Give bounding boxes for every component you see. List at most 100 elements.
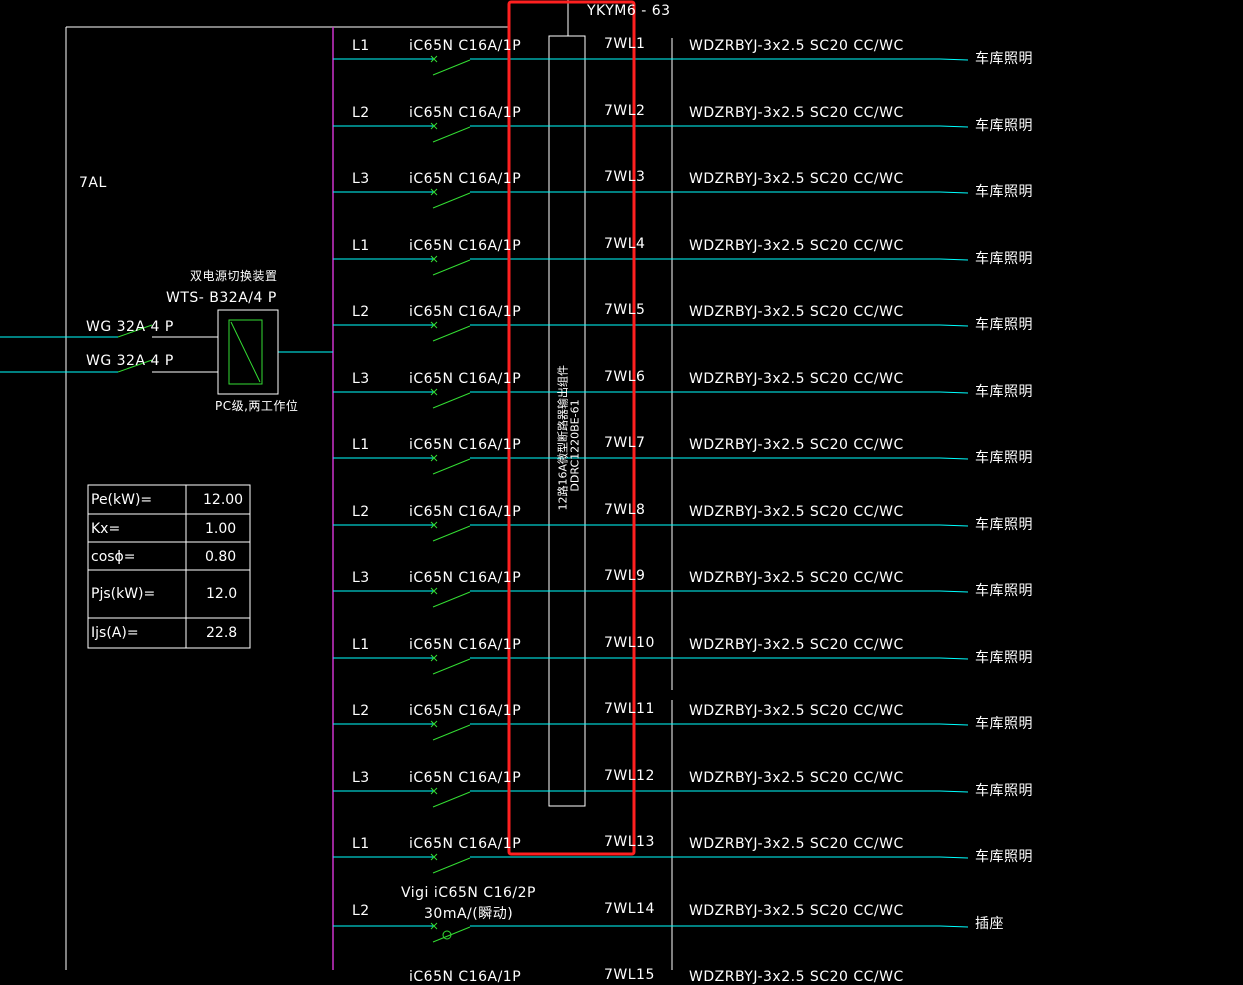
breaker-x-mark (430, 853, 438, 861)
feeder-line (939, 590, 969, 593)
output-module-label-2: DDRC1220BE-61 (568, 399, 582, 492)
circuit-load: 车库照明 (975, 650, 1033, 666)
circuit-id: 7WL9 (604, 568, 646, 584)
ats-title: 双电源切换装置 (190, 269, 278, 283)
breaker-switch (432, 724, 471, 741)
feeder-line (939, 925, 969, 928)
circuit-phase: L1 (352, 637, 370, 653)
circuit-id: 7WL5 (604, 302, 646, 318)
breaker-switch (432, 259, 471, 276)
circuit-breaker: iC65N C16A/1P (409, 703, 522, 719)
circuit-cable: WDZRBYJ-3x2.5 SC20 CC/WC (689, 238, 904, 254)
breaker-x-mark (430, 454, 438, 462)
circuit-cable: WDZRBYJ-3x2.5 SC20 CC/WC (689, 570, 904, 586)
incoming-feeders (0, 336, 333, 373)
circuit-load: 车库照明 (975, 317, 1033, 333)
circuit-breaker: iC65N C16A/1P (409, 371, 522, 387)
circuit-phase: L1 (352, 437, 370, 453)
feeder-line (939, 657, 969, 660)
load-table-value-pjs: 12.0 (206, 586, 238, 602)
circuit-breaker: iC65N C16A/1P (409, 38, 522, 54)
breaker-x-mark (430, 720, 438, 728)
breaker-x-mark (430, 255, 438, 263)
incoming-switch-label-2: WG 32A 4 P (86, 353, 174, 369)
output-module-label-1: 12路16A微型断路器输出组件 (556, 364, 570, 511)
load-table-label-pjs: Pjs(kW)= (91, 586, 156, 602)
breaker-x-mark (430, 188, 438, 196)
circuit-cable: WDZRBYJ-3x2.5 SC20 CC/WC (689, 171, 904, 187)
partial-circuit-cable: WDZRBYJ-3x2.5 SC20 CC/WC (689, 969, 904, 985)
breaker-x-mark (430, 587, 438, 595)
partial-circuit-breaker: iC65N C16A/1P (409, 969, 522, 985)
circuit-breaker: iC65N C16A/1P (409, 171, 522, 187)
breaker-switch (432, 658, 471, 675)
partial-circuit-id: 7WL15 (604, 967, 655, 983)
circuit-load: 车库照明 (975, 51, 1033, 67)
breaker-x-mark (430, 388, 438, 396)
circuit-id: 7WL10 (604, 635, 655, 651)
circuit-phase: L1 (352, 238, 370, 254)
feeder-line (939, 723, 969, 726)
circuit-phase: L1 (352, 38, 370, 54)
circuit-phase: L3 (352, 371, 370, 387)
circuit-breaker: iC65N C16A/1P (409, 770, 522, 786)
circuit-phase: L2 (352, 504, 370, 520)
circuit-breaker: iC65N C16A/1P (409, 570, 522, 586)
circuit-breaker: iC65N C16A/1P (409, 437, 522, 453)
breaker-switch (432, 525, 471, 542)
output-module-box (548, 35, 586, 807)
feeder-line (939, 58, 969, 61)
ats-model: WTS- B32A/4 P (166, 290, 277, 306)
feeder-line (939, 457, 969, 460)
breaker-x-mark (430, 122, 438, 130)
load-table-label-cos: cosϕ= (91, 549, 136, 565)
circuit-phase: L3 (352, 171, 370, 187)
circuit-load: 插座 (975, 916, 1004, 932)
circuit-id: 7WL13 (604, 834, 655, 850)
panel-name: 7AL (79, 175, 107, 191)
circuit-id: 7WL8 (604, 502, 646, 518)
circuit-breaker: iC65N C16A/1P (409, 238, 522, 254)
circuit-id: 7WL12 (604, 768, 655, 784)
circuit-cable: WDZRBYJ-3x2.5 SC20 CC/WC (689, 836, 904, 852)
circuit-cable: WDZRBYJ-3x2.5 SC20 CC/WC (689, 703, 904, 719)
load-table-value-cos: 0.80 (205, 549, 237, 565)
breaker-x-mark (430, 321, 438, 329)
circuit-cable: WDZRBYJ-3x2.5 SC20 CC/WC (689, 437, 904, 453)
breaker-switch (432, 591, 471, 608)
load-table-value-pe: 12.00 (203, 492, 244, 508)
circuit-phase: L2 (352, 703, 370, 719)
breaker-x-mark (430, 55, 438, 63)
circuit-id: 7WL3 (604, 169, 646, 185)
breaker-switch (432, 791, 471, 808)
circuit-phase: L3 (352, 770, 370, 786)
feeder-line (939, 125, 969, 128)
circuit-load: 车库照明 (975, 450, 1033, 466)
ats-note: PC级,两工作位 (215, 399, 299, 413)
load-table-value-ijs: 22.8 (206, 625, 238, 641)
breaker-switch (432, 325, 471, 342)
breaker-switch (432, 926, 471, 943)
breaker-x-mark (430, 922, 438, 930)
circuit-cable: WDZRBYJ-3x2.5 SC20 CC/WC (689, 903, 904, 919)
circuit-load: 车库照明 (975, 184, 1033, 200)
breaker-switch (432, 458, 471, 475)
load-table-label-pe: Pe(kW)= (91, 492, 153, 508)
circuit-phase: L3 (352, 570, 370, 586)
circuit-id: 7WL7 (604, 435, 646, 451)
circuit-id: 7WL11 (604, 701, 655, 717)
incoming-switches (117, 324, 218, 373)
highlight-annotation-box[interactable] (507, 0, 636, 856)
circuit-cable: WDZRBYJ-3x2.5 SC20 CC/WC (689, 105, 904, 121)
circuit-cable: WDZRBYJ-3x2.5 SC20 CC/WC (689, 38, 904, 54)
circuit-cable: WDZRBYJ-3x2.5 SC20 CC/WC (689, 304, 904, 320)
breaker-x-mark (430, 521, 438, 529)
incoming-switch-label-1: WG 32A 4 P (86, 319, 174, 335)
load-table-label-kx: Kx= (91, 521, 121, 537)
circuit-id: 7WL4 (604, 236, 646, 252)
feeder-line (939, 856, 969, 859)
ats-device (217, 309, 279, 395)
circuit-breaker: iC65N C16A/1P (409, 304, 522, 320)
circuit-phase: L2 (352, 903, 370, 919)
